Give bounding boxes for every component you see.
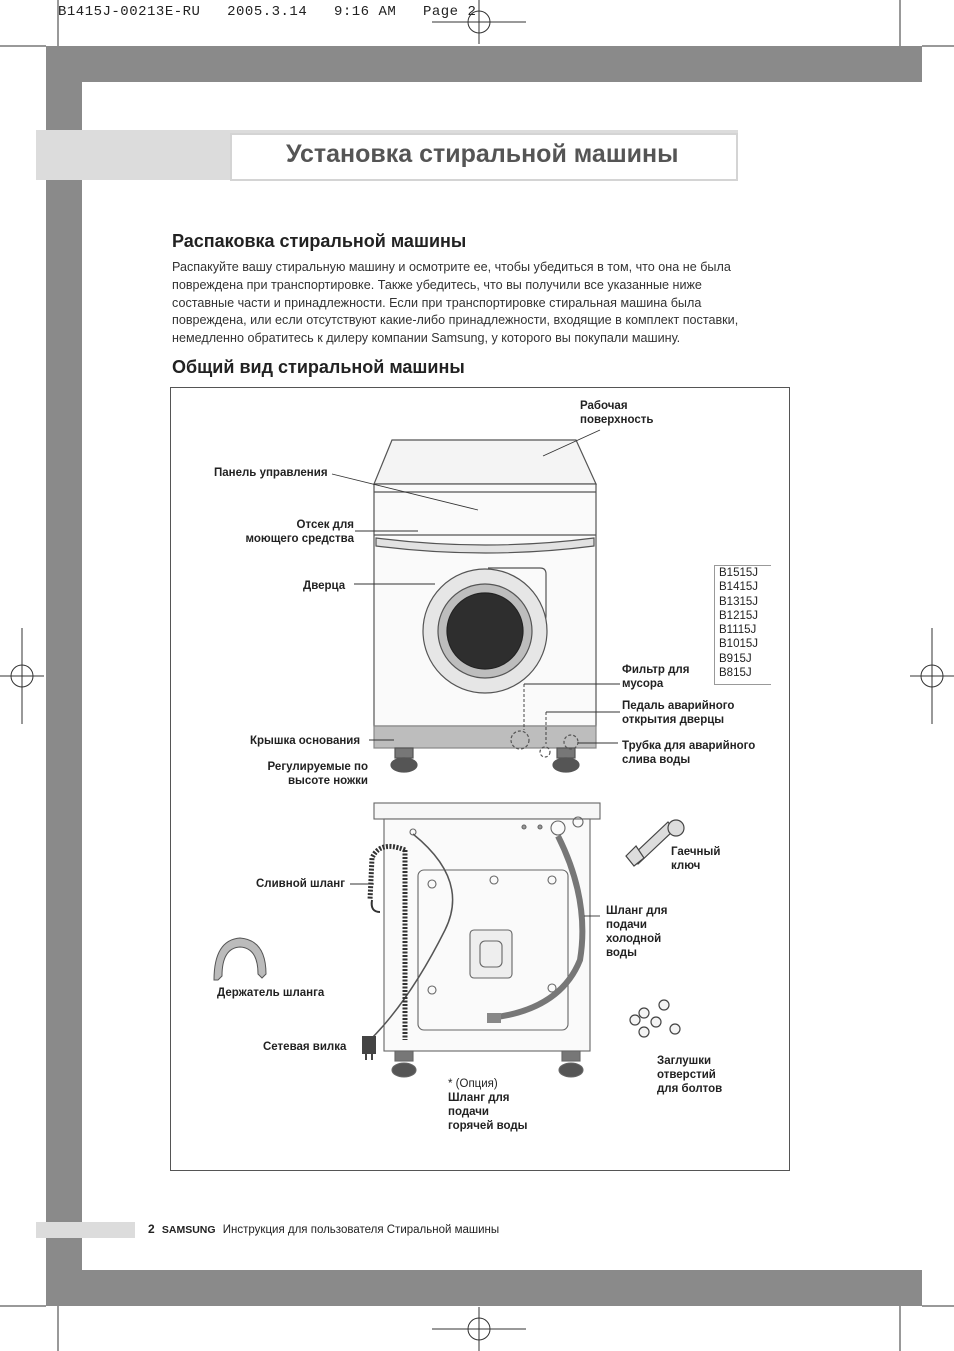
label-cold-water-hose: Шланг для подачи холодной воды [606,904,668,960]
model-item: B1315J [719,595,771,609]
label-wrench: Гаечный ключ [671,845,720,873]
model-item: B815J [719,666,771,680]
label-base-cover: Крышка основания [250,734,360,748]
hose-holder-illustration [214,938,266,980]
label-door-pedal: Педаль аварийного открытия дверцы [622,699,734,727]
label-adjustable-feet: Регулируемые по высоте ножки [248,760,368,788]
machine-front-view [374,440,596,772]
label-work-surface: Рабочая поверхность [580,399,653,427]
label-drain-tube: Трубка для аварийного слива воды [622,739,755,767]
brand-name: SAMSUNG [162,1224,216,1236]
label-hose-holder: Держатель шланга [217,986,324,1000]
label-hot-water-hose: * (Опция) Шланг для подачи горячей воды [448,1077,528,1133]
model-item: B1115J [719,623,771,637]
label-power-plug: Сетевая вилка [263,1040,346,1054]
label-detergent-drawer: Отсек для моющего средства [234,518,354,546]
bolt-caps-illustration [630,1000,680,1037]
label-bolt-caps: Заглушки отверстий для болтов [657,1054,722,1096]
model-item: B1515J [719,566,771,580]
model-list: B1515J B1415J B1315J B1215J B1115J B1015… [714,565,771,685]
label-filter: Фильтр для мусора [622,663,689,691]
model-item: B1415J [719,580,771,594]
model-item: B1215J [719,609,771,623]
model-item: B915J [719,652,771,666]
footer-text: Инструкция для пользователя Стиральной м… [223,1224,499,1236]
page-number: 2 [148,1222,155,1236]
model-item: B1015J [719,637,771,651]
footer-band [36,1222,135,1238]
label-drain-hose: Сливной шланг [256,877,345,891]
label-control-panel: Панель управления [214,466,328,480]
page-footer: 2 SAMSUNG Инструкция для пользователя Ст… [148,1222,499,1236]
machine-back-view [374,803,600,1077]
label-door: Дверца [303,579,345,593]
